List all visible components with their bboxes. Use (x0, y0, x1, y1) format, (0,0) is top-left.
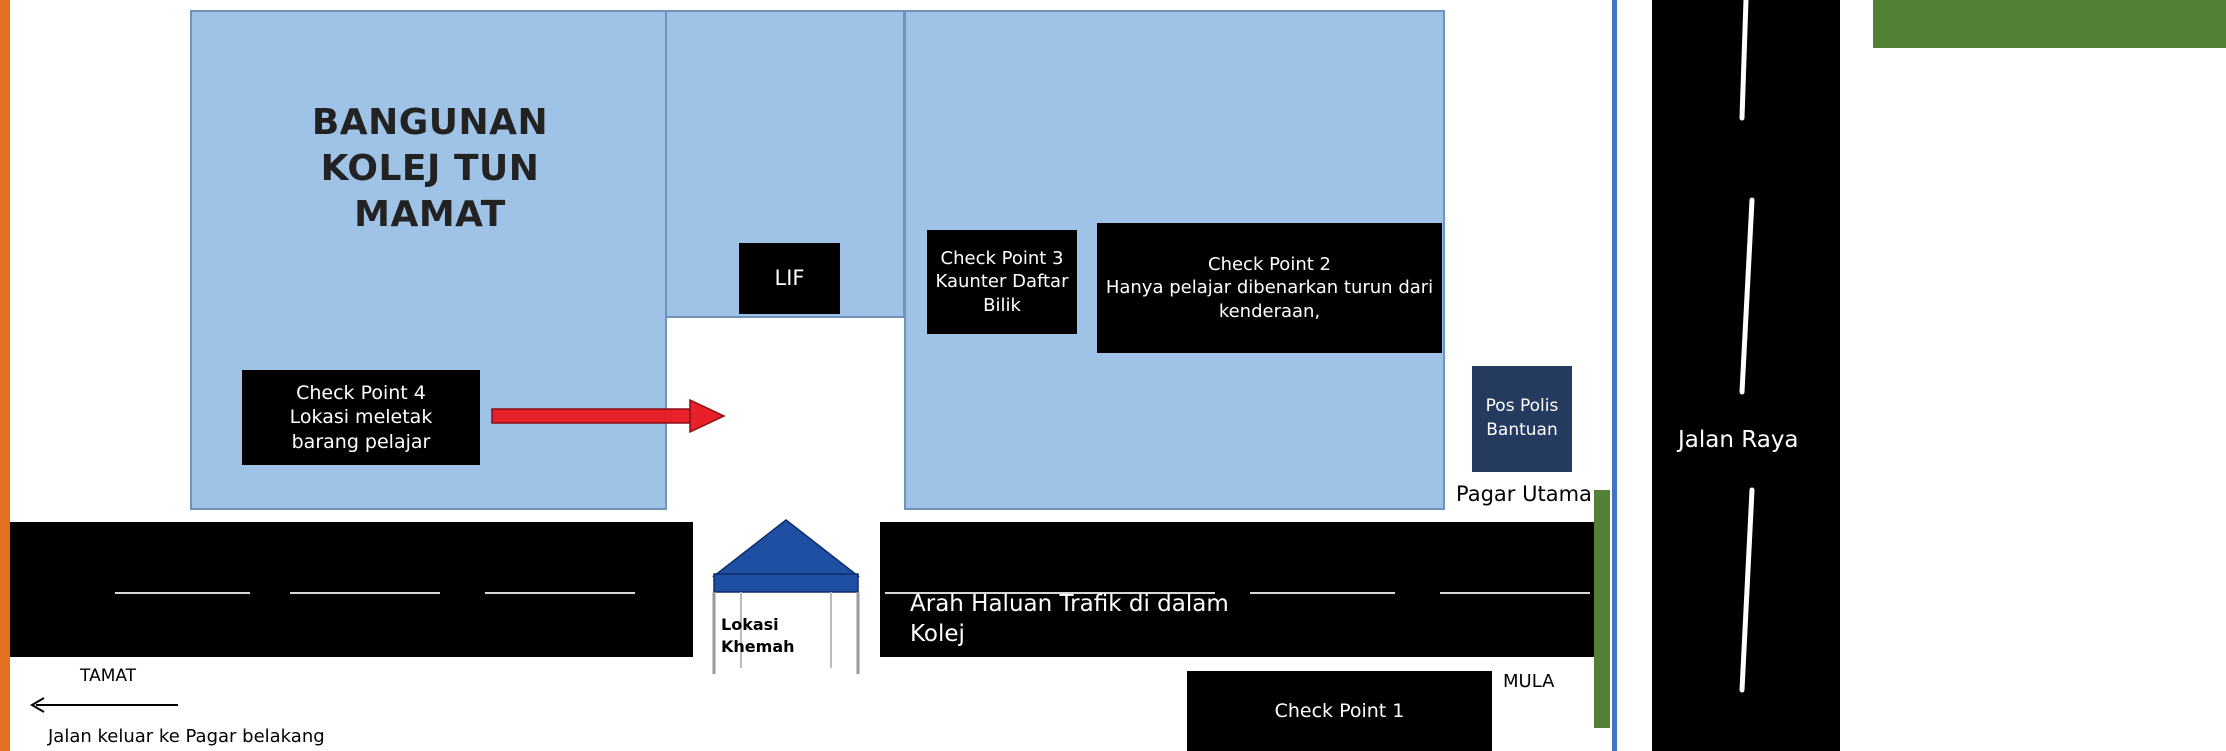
checkpoint-3-line-2: Kaunter Daftar (935, 271, 1069, 293)
checkpoint-1-title: Check Point 1 (1274, 699, 1405, 722)
building-title-line-3: MAMAT (354, 194, 506, 236)
tent-icon (711, 519, 861, 674)
inner-road-left (10, 522, 693, 657)
main-gate (1594, 490, 1610, 728)
building-title: BANGUNAN KOLEJ TUN MAMAT (245, 100, 615, 238)
checkpoint-3-line-3: Bilik (983, 294, 1021, 316)
end-label: TAMAT (80, 666, 137, 686)
lane-marking (885, 592, 1215, 594)
start-label: MULA (1503, 671, 1555, 692)
orange-edge-strip (0, 0, 10, 751)
lane-marking (290, 592, 440, 594)
checkpoint-2-line-2: Hanya pelajar dibenarkan turun dari (1105, 277, 1434, 299)
traffic-direction-line-2: Kolej (910, 620, 965, 647)
checkpoint-1-box: Check Point 1 (1187, 671, 1492, 751)
main-gate-label: Pagar Utama (1456, 482, 1592, 506)
checkpoint-4-line-3: barang pelajar (291, 430, 431, 453)
police-post-line-1: Pos Polis (1485, 396, 1559, 417)
boundary-line (1612, 0, 1617, 751)
main-road-label: Jalan Raya (1678, 427, 1799, 453)
checkpoint-2-box: Check Point 2 Hanya pelajar dibenarkan t… (1097, 223, 1442, 353)
lane-marking (1250, 592, 1395, 594)
checkpoint-4-line-2: Lokasi meletak (289, 406, 433, 429)
checkpoint-3-title: Check Point 3 (940, 248, 1064, 270)
exit-arrow-icon (30, 697, 178, 713)
lane-marking (115, 592, 250, 594)
main-road-lane-markings (1739, 0, 1755, 693)
checkpoint-3-box: Check Point 3 Kaunter Daftar Bilik (927, 230, 1077, 334)
direction-arrow-icon (491, 398, 726, 434)
building-title-line-2: KOLEJ TUN (320, 148, 540, 190)
traffic-direction-line-1: Arah Haluan Trafik di dalam (910, 591, 1229, 617)
lift-label: LIF (739, 243, 840, 314)
tent-location-line-1: Lokasi (721, 615, 779, 634)
tent-location-line-2: Khemah (721, 636, 795, 656)
lane-marking (485, 592, 635, 594)
police-post-box: Pos Polis Bantuan (1472, 366, 1572, 472)
lift-label-text: LIF (774, 266, 805, 291)
traffic-direction-label: Arah Haluan Trafik di dalam Kolej (910, 590, 1229, 650)
tent-location-label: Lokasi Khemah (721, 614, 795, 657)
exit-label: Jalan keluar ke Pagar belakang (48, 726, 325, 747)
checkpoint-2-line-3: kenderaan, (1218, 300, 1321, 322)
checkpoint-4-title: Check Point 4 (296, 382, 426, 405)
lane-marking (1440, 592, 1590, 594)
inner-road-right (880, 522, 1597, 657)
checkpoint-4-box: Check Point 4 Lokasi meletak barang pela… (242, 370, 480, 465)
checkpoint-2-title: Check Point 2 (1208, 254, 1331, 276)
green-block (1873, 0, 2226, 48)
police-post-line-2: Bantuan (1486, 420, 1558, 440)
building-title-line-1: BANGUNAN (311, 102, 549, 143)
